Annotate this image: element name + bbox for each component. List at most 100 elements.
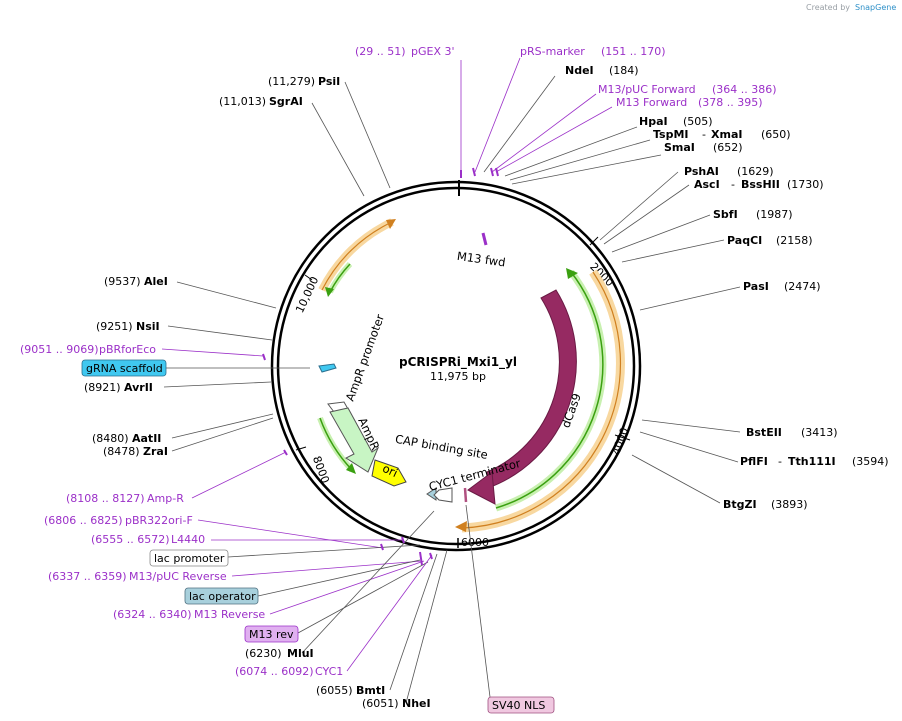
xmai-name: XmaI	[711, 128, 742, 141]
smai-name: SmaI	[664, 141, 695, 154]
ndei-name: NdeI	[565, 64, 594, 77]
nsii-pos: (9251)	[96, 320, 133, 333]
cap-binding-label: CAP binding site	[394, 432, 489, 462]
tspmi-name: TspMI	[653, 128, 689, 141]
green-arrowhead	[566, 268, 578, 279]
bsteii-pos: (3413)	[801, 426, 838, 439]
psii-name: PsiI	[318, 75, 340, 88]
zrai-pos: (8478)	[103, 445, 140, 458]
sbfi-pos: (1987)	[756, 208, 793, 221]
backbone-inner	[276, 186, 636, 546]
xmai-pos: (650)	[761, 128, 791, 141]
hpai-name: HpaI	[639, 115, 668, 128]
plasmid-name: pCRISPRi_Mxi1_yl	[399, 355, 517, 370]
nhei-pos: (6051)	[362, 697, 399, 710]
green-feature-right-line	[495, 271, 604, 509]
bsteii-name: BstEII	[746, 426, 782, 439]
orange-feature-left	[318, 218, 394, 292]
asci-name: AscI	[694, 178, 720, 191]
bmti-pos: (6055)	[316, 684, 353, 697]
aatii-pos: (8480)	[92, 432, 129, 445]
sv40-mark	[463, 487, 468, 503]
avrii-pos: (8921)	[84, 381, 121, 394]
prs-marker-pos: (151 .. 170)	[601, 45, 666, 58]
dcas9-arrowhead	[467, 471, 496, 505]
ori-label: ori	[380, 461, 399, 480]
green-lower-arrowhead	[346, 463, 356, 474]
sv40-nls-badge	[487, 696, 555, 714]
m13puc-fwd-name: M13/pUC Forward	[598, 83, 696, 96]
tick-8000	[295, 446, 307, 451]
nhei-name: NheI	[402, 697, 431, 710]
bsshii-name: BssHII	[741, 178, 780, 191]
tick-label-6000: 6000	[461, 536, 489, 549]
dcas9-body	[486, 289, 577, 489]
m13-rev-label: M13 rev	[249, 628, 294, 641]
pshai-name: PshAI	[684, 165, 719, 178]
ampr-arrow	[329, 407, 380, 473]
ampr-primer-name: Amp-R	[147, 492, 184, 505]
tick-4000	[614, 434, 631, 441]
cyc1-name: CYC1	[315, 665, 343, 678]
sbfi-name: SbfI	[713, 208, 738, 221]
cyc1-pos: (6074 .. 6092)	[235, 665, 314, 678]
asci-dash: -	[731, 178, 735, 191]
m13puc-fwd-pos: (364 .. 386)	[712, 83, 777, 96]
btgzi-name: BtgZI	[723, 498, 757, 511]
pbrforeco-pos: (9051 .. 9069)	[20, 343, 99, 356]
gRNA-scaffold-mark	[318, 363, 337, 373]
pgex3-pos: (29 .. 51)	[355, 45, 406, 58]
pflfi-name: PflFI	[740, 455, 768, 468]
sgrai-pos: (11,013)	[219, 95, 266, 108]
orange-feature-right-line	[461, 271, 622, 529]
mlui-pos: (6230)	[245, 647, 282, 660]
zrai-name: ZraI	[143, 445, 168, 458]
tick-10000	[304, 274, 313, 281]
m13-rev-badge	[244, 625, 299, 643]
gRNA-scaffold-label: gRNA scaffold	[86, 362, 163, 375]
pbr322ori-pos: (6806 .. 6825)	[44, 514, 123, 527]
paqci-pos: (2158)	[776, 234, 813, 247]
m13-rev-primer-name: M13 Reverse	[194, 608, 265, 621]
m13-fwd-label: M13 fwd	[456, 249, 506, 270]
orange-left-arrowhead	[386, 219, 396, 229]
backbone-outer	[270, 180, 642, 552]
lac-promoter-badge	[149, 549, 229, 567]
tth111i-pos: (3594)	[852, 455, 889, 468]
tspmi-dash: -	[702, 128, 706, 141]
pbrforeco-name: pBRforEco	[99, 343, 156, 356]
m13-fwd-pos: (378 .. 395)	[698, 96, 763, 109]
tick-label-4000: 4000	[610, 426, 632, 457]
bmti-name: BmtI	[356, 684, 385, 697]
paqci-name: PaqCI	[727, 234, 762, 247]
plasmid-length: 11,975 bp	[430, 370, 486, 383]
alei-name: AleI	[144, 275, 168, 288]
lac-operator-badge	[184, 587, 259, 605]
m13puc-rev-pos: (6337 .. 6359)	[48, 570, 127, 583]
ampr-primer-pos: (8108 .. 8127)	[66, 492, 145, 505]
prs-marker-name: pRS-marker	[520, 45, 585, 58]
tth111i-name: Tth111I	[788, 455, 836, 468]
ndei-pos: (184)	[609, 64, 639, 77]
pbr322ori-name: pBR322ori-F	[125, 514, 193, 527]
sgrai-name: SgrAI	[269, 95, 303, 108]
m13-rev-primer-pos: (6324 .. 6340)	[113, 608, 192, 621]
leader-lines	[161, 57, 741, 704]
nsii-name: NsiI	[136, 320, 160, 333]
created-by-text: Created by	[806, 3, 850, 12]
pgex3-name: pGEX 3'	[411, 45, 455, 58]
orange-arrowhead	[455, 521, 467, 532]
tick-label-10000: 10,000	[293, 275, 321, 315]
pasi-pos: (2474)	[784, 280, 821, 293]
ampr-promoter-label: AmpR promoter	[343, 312, 388, 403]
psii-pos: (11,279)	[268, 75, 315, 88]
site-markers	[262, 167, 499, 566]
smai-pos: (652)	[713, 141, 743, 154]
btgzi-pos: (3893)	[771, 498, 808, 511]
lac-promoter-label: lac promoter	[154, 552, 225, 565]
green-left-arrowhead	[325, 287, 334, 297]
mlui-name: MluI	[287, 647, 314, 660]
hpai-pos: (505)	[683, 115, 713, 128]
pasi-name: PasI	[743, 280, 769, 293]
l4440-name: L4440	[171, 533, 205, 546]
